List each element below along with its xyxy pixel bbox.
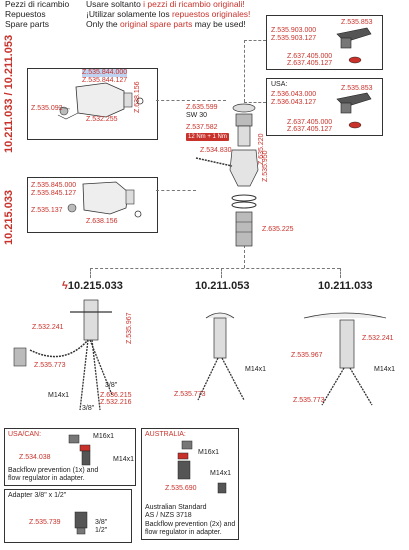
adapter-b: 1/2" <box>95 527 108 534</box>
col1-code5: Z.532.216 <box>100 399 132 406</box>
australia-box: AUSTRALIA: M16x1 M14x1 Z.535.690 Austral… <box>141 428 239 540</box>
col2-m14: M14x1 <box>245 366 267 373</box>
adapter-code: Z.535.739 <box>29 519 61 526</box>
spray2-code4: Z.638.156 <box>86 218 118 225</box>
col2-code1: Z.535.773 <box>174 391 206 398</box>
col1-code4: Z.636.215 <box>100 392 132 399</box>
col1-a38: 3/8" <box>105 382 118 389</box>
center-code3: Z.534.830 <box>200 147 232 154</box>
col1-code1: Z.532.241 <box>32 324 64 331</box>
connector-spray2 <box>156 190 196 191</box>
aus-adapter-drawing <box>177 440 227 494</box>
center-code1: Z.635.599 <box>186 104 218 111</box>
connector-handle1 <box>244 40 266 41</box>
center-code2: Z.537.582 <box>186 124 218 131</box>
usa-m16: M16x1 <box>93 433 115 440</box>
warning-en: Only the original spare parts may be use… <box>86 19 246 29</box>
spray-head-1-drawing <box>57 82 144 120</box>
spray-head-box-2: Z.535.845.000 Z.535.845.127 Z.535.137 Z.… <box>27 177 158 233</box>
usa-note1: Backflow prevention (1x) and <box>8 467 99 474</box>
col3-code1: Z.532.241 <box>362 335 394 342</box>
handle1-code4: Z.637.405.000 <box>287 53 333 60</box>
handle-box-1: Z.535.853 Z.535.903.000 Z.535.903.127 Z.… <box>266 15 383 70</box>
spray-head-2-drawing <box>67 181 142 218</box>
adapter-drawing <box>74 511 88 535</box>
usa-code: Z.534.038 <box>19 454 51 461</box>
warning-es: ¡Utilizar solamente los repuestos origin… <box>86 9 251 19</box>
adapter-box: Adapter 3/8" x 1/2" Z.535.739 3/8" 1/2" <box>4 489 132 543</box>
adapter-title: Adapter 3/8" x 1/2" <box>8 492 67 499</box>
aus-m16: M16x1 <box>198 449 220 456</box>
usa-m14: M14x1 <box>113 456 135 463</box>
connector-m2 <box>221 268 222 278</box>
spray1-code1: Z.535.844.000 <box>82 69 128 77</box>
col1-b38: 3/8" <box>82 405 95 412</box>
header-it: Pezzi di ricambio <box>5 0 70 9</box>
handle1-code3: Z.535.853 <box>341 19 373 26</box>
model-heading-1: ϟ10.215.033 <box>62 280 123 292</box>
spray2-code1: Z.535.845.000 <box>31 182 77 189</box>
handle2-code2: Z.536.043.127 <box>271 99 317 106</box>
aus-std1: Australian Standard <box>145 504 207 511</box>
spray1-code3: Z.535.092 <box>31 105 63 112</box>
center-sw: SW 30 <box>186 112 208 119</box>
model-heading-3: 10.211.033 <box>318 280 373 292</box>
spray1-code2: Z.535.844.127 <box>82 77 128 84</box>
spray2-code2: Z.535.845.127 <box>31 190 77 197</box>
aus-code: Z.535.690 <box>165 485 197 492</box>
col1-code3: Z.535.773 <box>34 362 66 369</box>
handle2-code5: Z.637.405.127 <box>287 126 333 133</box>
handle2-code3: Z.535.853 <box>341 85 373 92</box>
header-es: Repuestos <box>5 9 46 19</box>
usa-note2: flow regulator in adapter. <box>8 475 85 482</box>
connector-models <box>90 268 340 269</box>
torque-badge: 12 Nm + 1 Nm <box>186 133 229 141</box>
handle-1-drawing <box>336 27 372 64</box>
spray2-code3: Z.535.137 <box>31 207 63 214</box>
model-heading-2: 10.211.053 <box>195 280 250 292</box>
aus-note2: flow regulator in adapter. <box>145 529 222 536</box>
col1-m14: M14x1 <box>48 392 70 399</box>
connector-spray1 <box>156 100 226 101</box>
warning-it: Usare soltanto i pezzi di ricambio origi… <box>86 0 245 9</box>
handle2-code4: Z.637.405.000 <box>287 119 333 126</box>
handle1-code5: Z.637.405.127 <box>287 60 333 67</box>
col3-m14: M14x1 <box>374 366 396 373</box>
handle2-usa: USA: <box>271 81 288 88</box>
connector-handle-vertical <box>244 40 245 102</box>
usa-can-box: USA/CAN: M16x1 Z.534.038 M14x1 Backflow … <box>4 428 136 486</box>
spray1-code4: Z.532.255 <box>86 116 118 123</box>
connector-m1 <box>90 268 91 278</box>
col3-code2: Z.535.967 <box>291 352 323 359</box>
col1-code2: Z.535.967 <box>126 312 133 344</box>
aus-std2: AS / NZS 3718 <box>145 512 192 519</box>
usa-title: USA/CAN: <box>8 431 42 438</box>
center-code6: Z.635.225 <box>262 226 294 233</box>
usa-adapter-drawing <box>68 434 91 466</box>
aus-title: AUSTRALIA: <box>145 431 186 438</box>
handle-box-2: USA: Z.535.853 Z.536.043.000 Z.536.043.1… <box>266 78 383 136</box>
connector-m3 <box>340 268 341 278</box>
handle1-code1: Z.535.903.000 <box>271 27 317 34</box>
connector-center-down <box>244 245 245 268</box>
connector-handle2 <box>244 102 266 103</box>
aus-note1: Backflow prevention (2x) and <box>145 521 236 528</box>
handle2-code1: Z.536.043.000 <box>271 91 317 98</box>
col3-code3: Z.535.773 <box>293 397 325 404</box>
adapter-a: 3/8" <box>95 519 108 526</box>
handle1-code2: Z.535.903.127 <box>271 35 317 42</box>
spray-head-box-1: Z.535.844.000 Z.535.844.127 Z.535.092 Z.… <box>27 68 158 140</box>
aus-m14: M14x1 <box>210 470 232 477</box>
handle-2-drawing <box>336 92 372 129</box>
header-en: Spare parts <box>5 19 49 29</box>
